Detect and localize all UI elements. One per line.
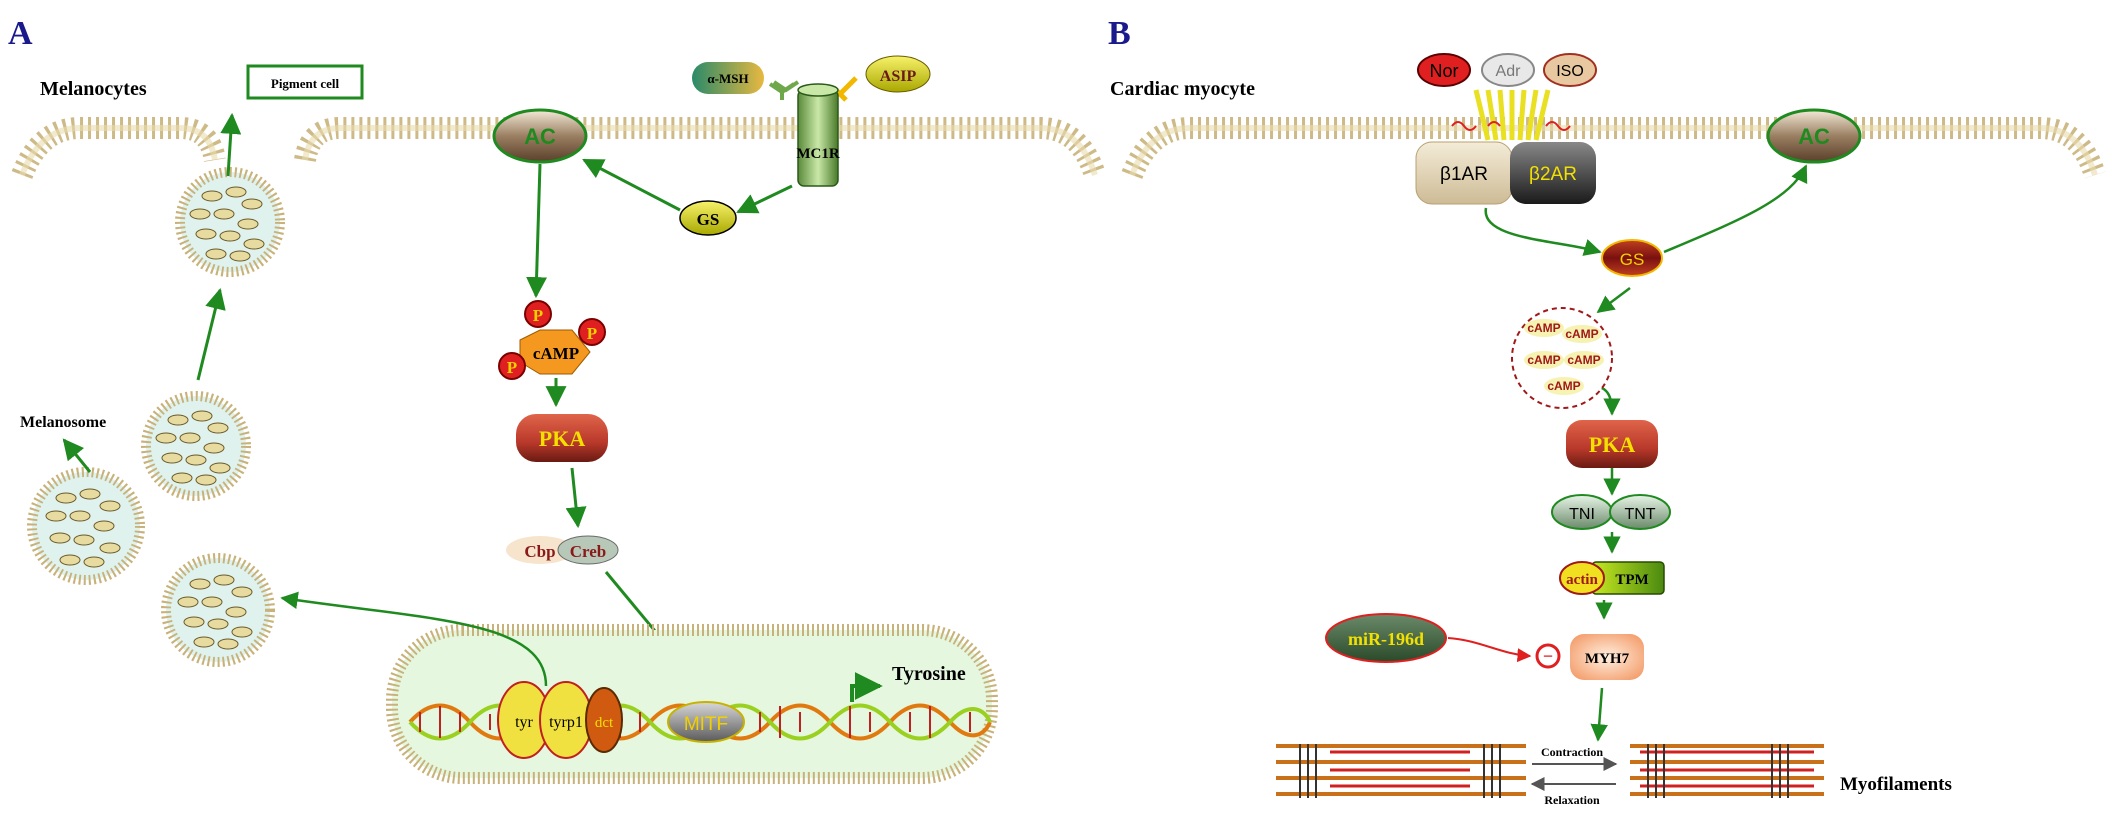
beta2-adrenergic-receptor — [1510, 142, 1596, 204]
vesicle-lower — [161, 553, 275, 667]
pka-kinase-a — [516, 414, 608, 462]
melanosome-label: Melanosome — [20, 414, 106, 431]
camp-pool: cAMP cAMP cAMP cAMP cAMP — [1511, 307, 1613, 409]
iso-label: ISO — [1556, 63, 1584, 80]
camp-label-b: cAMP — [1565, 327, 1598, 341]
alpha-msh-label: α-MSH — [707, 71, 748, 86]
tyrosine-label: Tyrosine — [892, 663, 966, 685]
pka-label-b: PKA — [1589, 432, 1636, 457]
tpm-label: TPM — [1615, 572, 1648, 588]
panel-a-label: A — [8, 15, 33, 52]
phosphate-icon — [524, 300, 552, 328]
tni-label: TNI — [1569, 506, 1595, 523]
panel-b: B Cardiac myocyte Nor Adr ISO β1AR β2AR — [1108, 15, 2106, 807]
mitf-factor — [667, 701, 745, 743]
creb-label: Creb — [570, 542, 607, 561]
vesicle-budding — [175, 167, 285, 277]
inhibit-symbol: − — [1543, 646, 1553, 666]
isoproterenol-ligand — [1543, 53, 1597, 87]
actin — [1559, 561, 1605, 595]
gs-label-b: GS — [1620, 250, 1645, 269]
cbp-label: Cbp — [524, 542, 555, 561]
pigment-cell-label: Pigment cell — [271, 76, 340, 91]
pka-label-a: PKA — [539, 426, 586, 451]
ac-label-a: AC — [524, 124, 556, 149]
adr-label: Adr — [1496, 63, 1522, 80]
mc1r-receptor — [797, 89, 839, 187]
receptor-transmembrane-icon — [1451, 89, 1571, 141]
vesicle-left — [27, 467, 145, 585]
signal-arrows-b — [1484, 164, 1808, 742]
myofilaments-label: Myofilaments — [1840, 774, 1952, 795]
vesicle-middle — [141, 391, 251, 501]
mir-196d-label: miR-196d — [1348, 629, 1424, 649]
alpha-msh-ligand — [692, 62, 764, 94]
noradrenaline-ligand — [1417, 53, 1471, 87]
tyr-label: tyr — [515, 714, 533, 731]
antibody-icon — [768, 80, 800, 100]
mir-196d — [1325, 613, 1447, 663]
panel-a: A Melanocytes Pigment cell — [8, 15, 1106, 784]
pka-kinase-b — [1566, 420, 1658, 468]
cardiac-myocyte-title: Cardiac myocyte — [1110, 78, 1255, 100]
melanocytes-title: Melanocytes — [40, 78, 147, 100]
relaxation-label: Relaxation — [1544, 793, 1600, 807]
inhibition-arrow — [1447, 637, 1532, 663]
camp-label-b: cAMP — [1527, 321, 1560, 335]
camp-label-b: cAMP — [1527, 353, 1560, 367]
tyrp1-label: tyrp1 — [549, 714, 583, 731]
mitf-label: MITF — [684, 714, 728, 735]
melanosome-transport-arrows — [62, 112, 242, 473]
panel-b-label: B — [1108, 15, 1131, 52]
gs-label-a: GS — [697, 210, 720, 229]
ac-label-b: AC — [1798, 124, 1830, 149]
camp-label-a: cAMP — [533, 344, 579, 363]
inhibit-icon — [1535, 643, 1561, 669]
phosphate-label: P — [533, 306, 543, 325]
camp-phosphorylated: cAMP P P P — [498, 300, 606, 380]
contraction-label: Contraction — [1541, 745, 1603, 759]
phosphate-icon — [578, 318, 606, 346]
phosphate-icon — [498, 352, 526, 380]
gene-product-arrow — [280, 591, 548, 687]
ac-enzyme-b — [1766, 108, 1862, 164]
transcription-start-arrow — [850, 672, 883, 702]
b1ar-label: β1AR — [1440, 164, 1488, 185]
dct-gene — [585, 687, 623, 753]
myofilament-relaxed — [1276, 744, 1526, 798]
pigment-cell-box — [246, 64, 364, 100]
myofilament-contracted — [1630, 744, 1824, 798]
asip-ligand — [865, 55, 931, 93]
camp-label-b: cAMP — [1567, 353, 1600, 367]
myh7-protein — [1570, 634, 1644, 680]
camp-label-b: cAMP — [1547, 379, 1580, 393]
myocyte-membrane — [1121, 117, 2106, 180]
adrenaline-ligand — [1481, 53, 1535, 87]
troponin-t — [1609, 494, 1671, 530]
actin-label: actin — [1566, 572, 1598, 588]
nor-label: Nor — [1429, 61, 1458, 81]
melanocyte-membrane — [11, 117, 1106, 180]
phosphate-label: P — [507, 358, 517, 377]
ac-enzyme-a — [492, 108, 588, 164]
phosphate-label: P — [587, 324, 597, 343]
asip-label: ASIP — [880, 68, 917, 85]
gs-protein-a — [679, 200, 737, 236]
b2ar-label: β2AR — [1529, 164, 1577, 185]
dct-label: dct — [595, 715, 614, 731]
cbp-creb-complex: Cbp Creb — [506, 535, 619, 565]
tnt-label: TNT — [1624, 506, 1655, 523]
gs-protein-b — [1601, 239, 1663, 277]
mc1r-label: MC1R — [796, 146, 839, 162]
myh7-label: MYH7 — [1585, 651, 1630, 667]
